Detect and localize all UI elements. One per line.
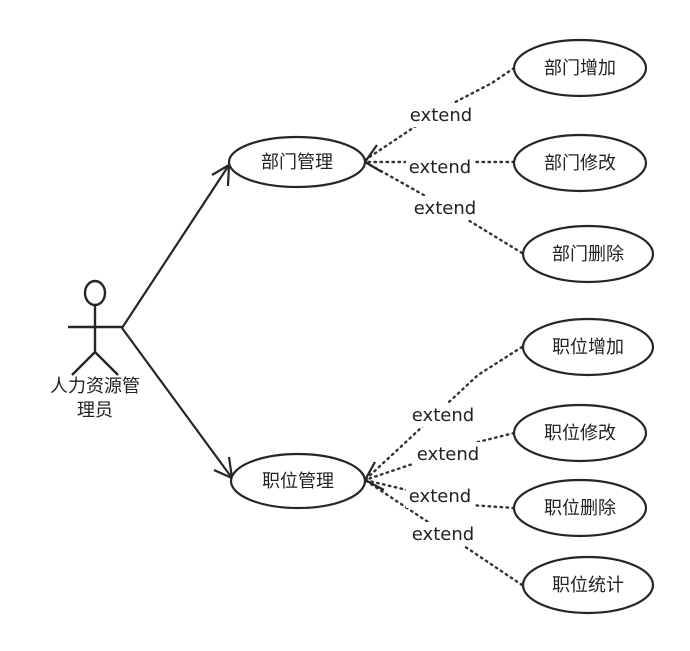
usecase-label: 部门增加 (544, 58, 616, 79)
usecase-dept-add[interactable]: 部门增加 (512, 38, 648, 98)
actor-head (83, 279, 107, 307)
usecase-label: 职位删除 (544, 498, 616, 519)
usecase-pos-delete[interactable]: 职位删除 (512, 478, 648, 538)
usecase-dept-mgmt[interactable]: 部门管理 (227, 135, 367, 189)
actor-right-leg (94, 351, 119, 376)
usecase-label: 职位修改 (544, 423, 616, 444)
extend-edge-pos-add (363, 345, 524, 482)
extend-label-dept-edit: extend (409, 157, 471, 178)
extend-labels: extend extend extend extend extend exten… (406, 103, 482, 546)
usecase-label: 部门删除 (552, 244, 624, 265)
extend-label-pos-delete: extend (409, 486, 471, 507)
usecase-label: 部门修改 (544, 153, 616, 174)
extend-label-pos-stats: extend (412, 524, 474, 545)
usecase-dept-delete[interactable]: 部门删除 (521, 224, 655, 284)
usecase-pos-stats[interactable]: 职位统计 (521, 555, 655, 615)
actor-label-line1: 人力资源管 (50, 376, 140, 397)
association-edges (121, 163, 234, 480)
actor-label-line2: 理员 (77, 400, 113, 421)
usecase-shape (512, 478, 648, 538)
usecase-shape (521, 224, 655, 284)
extend-edge-pos-stats (363, 478, 524, 587)
usecase-shape (512, 38, 648, 98)
association-actor-dept (121, 164, 230, 329)
usecase-pos-mgmt[interactable]: 职位管理 (229, 452, 367, 510)
extend-label-pos-edit: extend (417, 444, 479, 465)
actor-left-leg (71, 351, 96, 376)
usecase-label: 部门管理 (261, 152, 333, 173)
usecase-label: 职位增加 (552, 337, 624, 358)
usecase-label: 职位管理 (262, 471, 334, 492)
extend-label-pos-add: extend (412, 405, 474, 426)
usecase-shape (512, 403, 648, 463)
usecase-shape (521, 317, 655, 377)
usecase-dept-edit[interactable]: 部门修改 (512, 133, 648, 193)
usecase-shape (512, 133, 648, 193)
usecase-shape (227, 135, 367, 189)
usecase-shape (521, 555, 655, 615)
association-actor-pos (121, 327, 233, 479)
usecase-label: 职位统计 (552, 575, 624, 596)
actor-hr-admin[interactable]: 人力资源管 理员 (50, 279, 140, 421)
extend-label-dept-add: extend (410, 105, 472, 126)
usecase-pos-add[interactable]: 职位增加 (521, 317, 655, 377)
extend-label-dept-delete: extend (414, 198, 476, 219)
usecase-shape (229, 452, 367, 510)
usecase-pos-edit[interactable]: 职位修改 (512, 403, 648, 463)
